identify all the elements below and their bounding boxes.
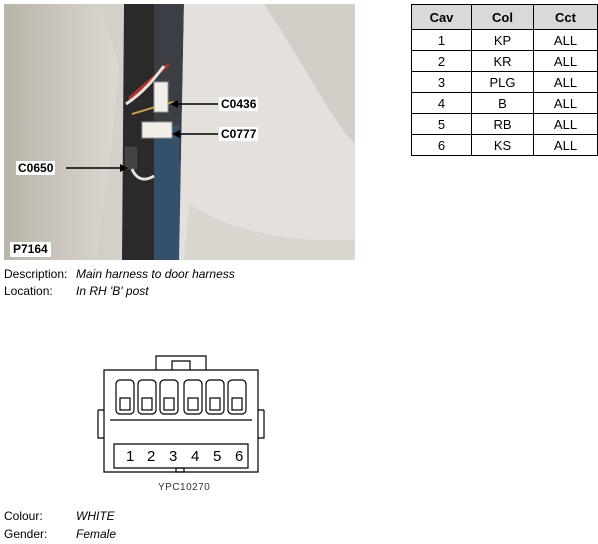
cell-cct: ALL [533,92,598,114]
gender-line: Gender: Female [4,526,116,542]
cell-cav: 2 [411,50,472,72]
callout-c0650: C0650 [16,161,56,175]
connector-location-photo: C0436 C0777 C0650 P7164 [4,4,355,260]
location-label: Location: [4,284,53,298]
pin-label-3: 3 [169,448,178,465]
pin-table: Cav Col Cct 1 KP ALL 2 KR ALL 3 PLG ALL … [411,4,598,156]
table-row: 5 RB ALL [411,113,598,135]
table-row: 6 KS ALL [411,134,598,156]
cell-col: B [471,92,534,114]
gender-label: Gender: [4,527,48,541]
photo-illustration [4,4,355,260]
callout-c0777: C0777 [219,127,259,141]
cell-cav: 3 [411,71,472,93]
colour-value: WHITE [76,509,115,523]
cell-col: KP [471,29,534,51]
colour-label: Colour: [4,509,43,523]
pin-label-6: 6 [235,448,244,465]
location-line: Location: In RH 'B' post [4,283,149,299]
cell-cct: ALL [533,71,598,93]
cell-cav: 4 [411,92,472,114]
table-row: 4 B ALL [411,92,598,114]
cell-col: RB [471,113,534,135]
cell-cct: ALL [533,134,598,156]
cell-cav: 1 [411,29,472,51]
callout-c0436: C0436 [219,97,259,111]
description-line: Description: Main harness to door harness [4,266,235,282]
description-value: Main harness to door harness [76,267,235,281]
cell-col: PLG [471,71,534,93]
cell-cct: ALL [533,29,598,51]
pin-label-4: 4 [191,448,200,465]
header-cct: Cct [533,4,598,30]
cell-col: KR [471,50,534,72]
description-label: Description: [4,267,68,281]
table-row: 1 KP ALL [411,29,598,51]
connector-reference: YPC10270 [158,482,211,493]
cell-cct: ALL [533,113,598,135]
table-row: 3 PLG ALL [411,71,598,93]
cell-col: KS [471,134,534,156]
table-row: 2 KR ALL [411,50,598,72]
cell-cav: 6 [411,134,472,156]
cell-cav: 5 [411,113,472,135]
photo-id: P7164 [10,242,51,257]
header-col: Col [471,4,534,30]
gender-value: Female [76,527,117,541]
colour-line: Colour: WHITE [4,508,115,524]
pin-label-5: 5 [213,448,222,465]
cell-cct: ALL [533,50,598,72]
table-header-row: Cav Col Cct [411,4,598,30]
connector-face-diagram: 1 2 3 4 5 6 [96,350,266,480]
pin-label-2: 2 [147,448,156,465]
location-value: In RH 'B' post [76,284,149,298]
header-cav: Cav [411,4,472,30]
connector-outline [97,355,265,473]
pin-label-1: 1 [126,448,135,465]
